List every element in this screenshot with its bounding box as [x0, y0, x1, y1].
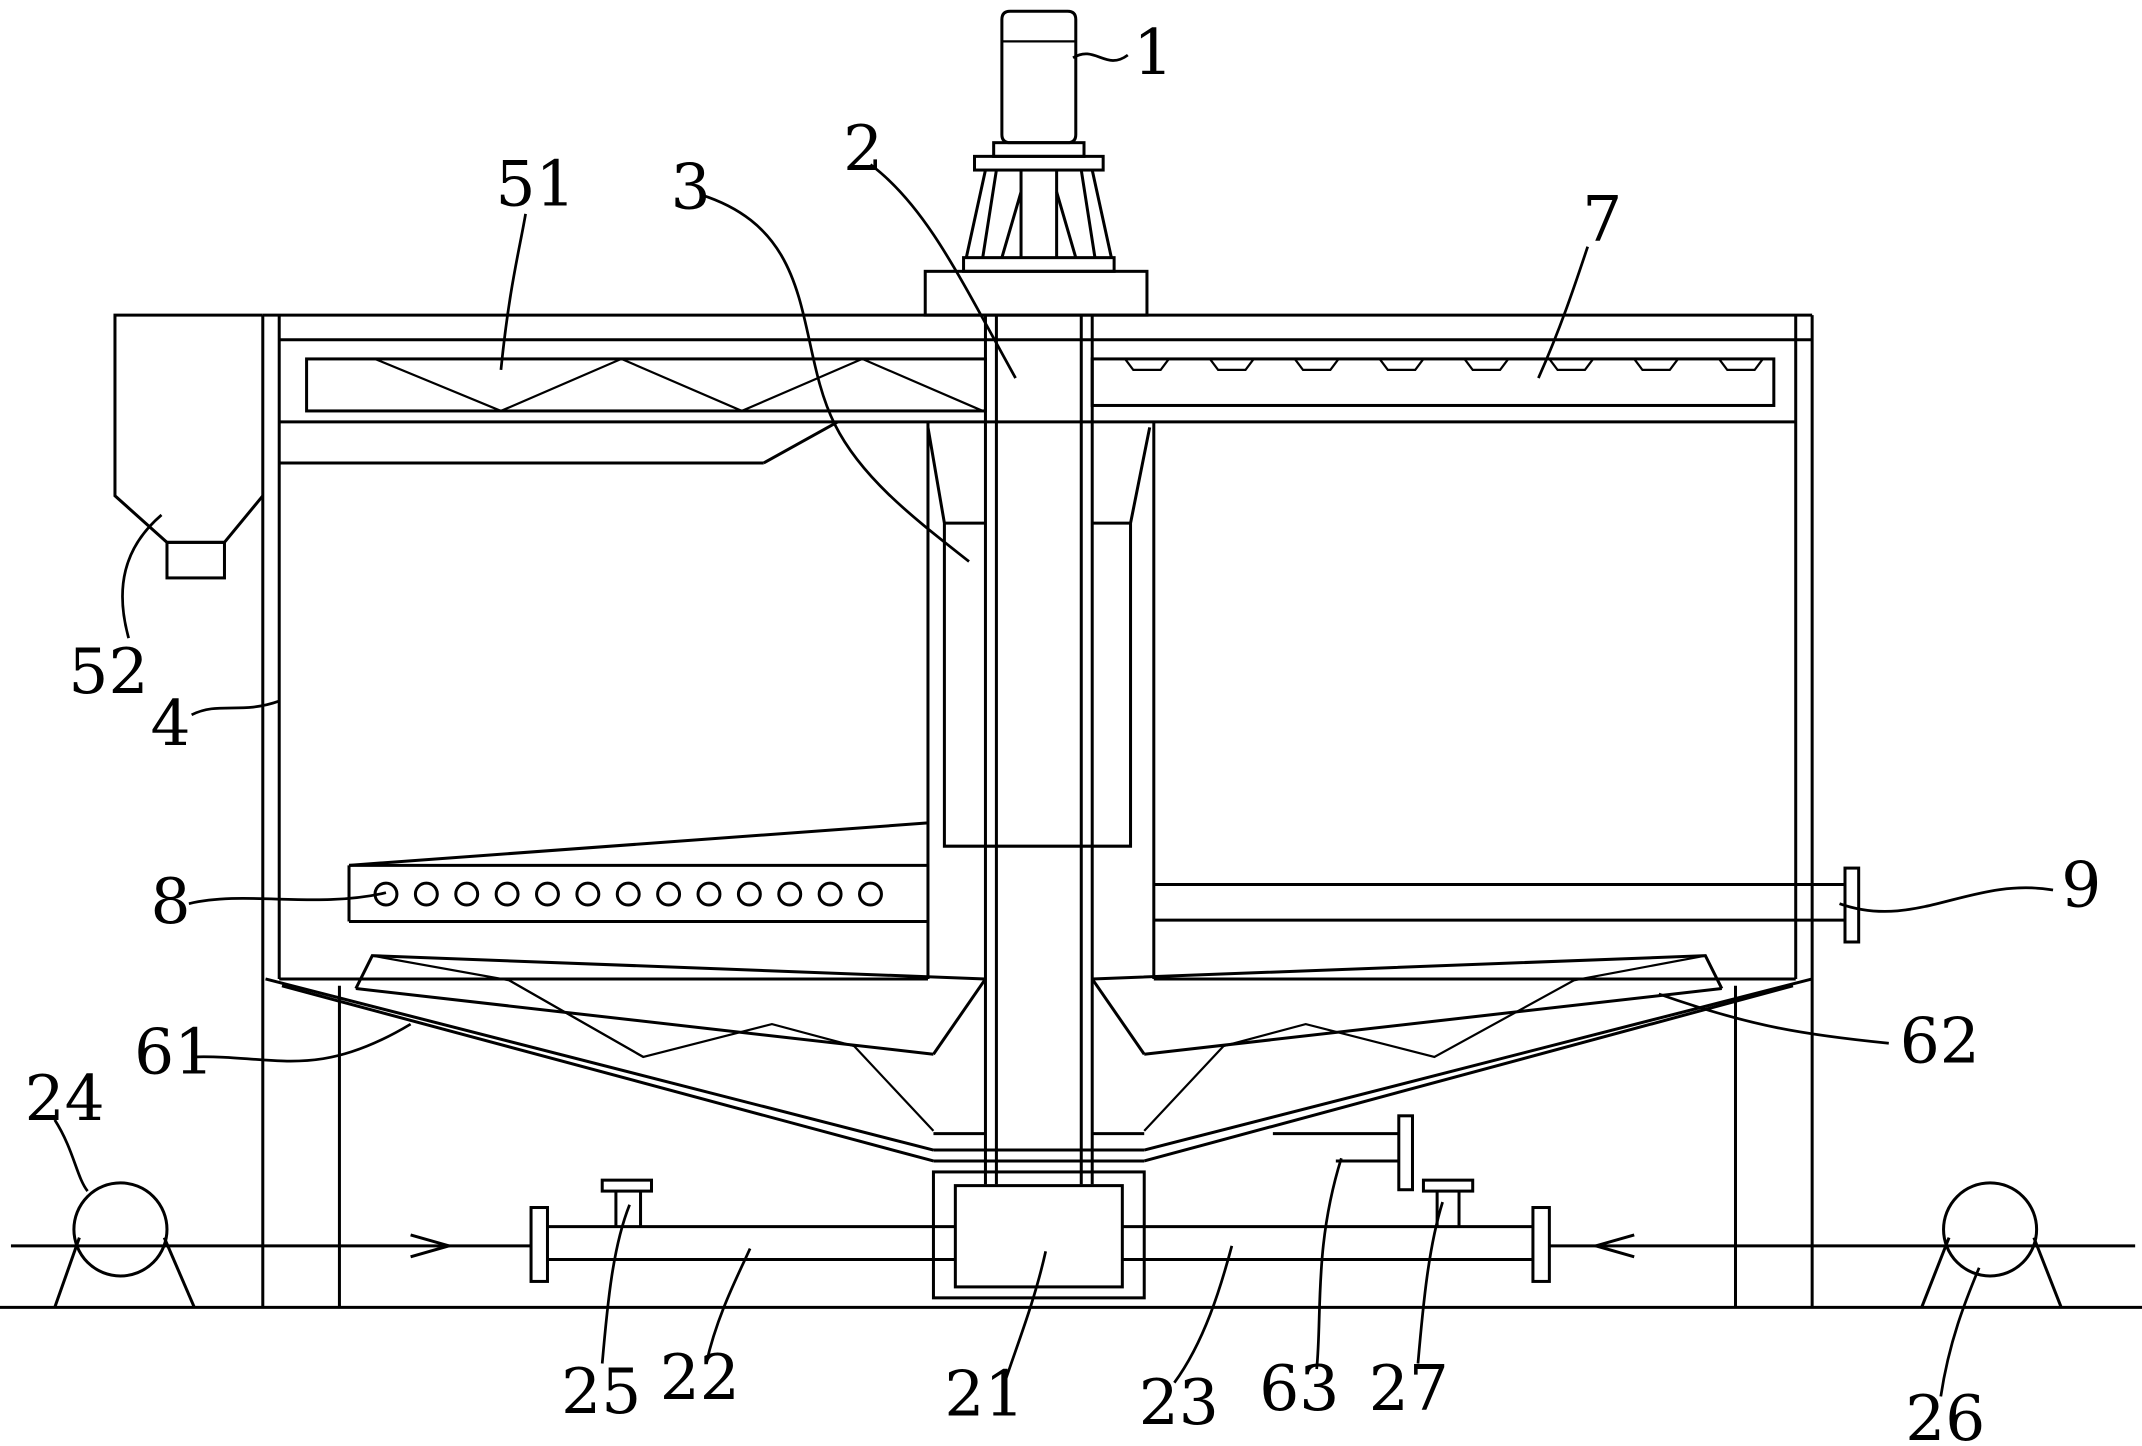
overflow-trough: [1090, 357, 1776, 407]
weir-notch: [1124, 358, 1170, 371]
feed-hole: [413, 881, 439, 907]
scraper-left: [354, 954, 987, 1132]
label-23: 23: [1139, 1366, 1219, 1439]
feed-hole: [817, 881, 843, 907]
weir-notch: [1209, 358, 1255, 371]
weir-notch: [1633, 358, 1679, 371]
feed-hole: [736, 881, 762, 907]
feed-distributor: [347, 821, 929, 923]
label-52: 52: [68, 635, 148, 708]
label-25: 25: [561, 1355, 641, 1428]
discharge-hopper: [113, 313, 264, 580]
feed-hole: [656, 881, 682, 907]
feed-hole: [575, 881, 601, 907]
label-8: 8: [151, 865, 191, 938]
label-62: 62: [1900, 1004, 1980, 1077]
feed-hole: [494, 881, 520, 907]
label-51: 51: [495, 148, 575, 221]
motor: [923, 9, 1149, 317]
feed-hole: [615, 881, 641, 907]
screw-conveyor: [279, 357, 987, 465]
feed-hole: [535, 881, 560, 907]
weir-notch: [1293, 358, 1340, 371]
reference-numerals: 1 2 3 51 7 52 4 8 9 61 62 24 25 22 21 23…: [25, 16, 2102, 1446]
label-24: 24: [25, 1062, 105, 1135]
feed-hole: [696, 881, 722, 907]
central-shaft: [983, 315, 1094, 1185]
weir-notch: [1378, 358, 1425, 371]
pump-left: [53, 1181, 196, 1309]
label-26: 26: [1905, 1382, 1985, 1446]
label-22: 22: [660, 1341, 740, 1414]
weir-notch: [1463, 358, 1510, 371]
pump-right: [1920, 1181, 2063, 1308]
label-61: 61: [134, 1015, 214, 1088]
label-4: 4: [151, 687, 191, 760]
scraper-right: [1090, 954, 1724, 1132]
label-3: 3: [671, 150, 711, 223]
label-27: 27: [1369, 1352, 1449, 1425]
side-outlet-pipe: [1153, 866, 1861, 944]
weir-notch: [1718, 358, 1764, 371]
feed-hole: [777, 881, 803, 907]
sludge-pipe: [1272, 1114, 1414, 1192]
label-63: 63: [1259, 1352, 1339, 1425]
feed-hole: [454, 881, 480, 907]
inlet-pipe-right: [1122, 1178, 2136, 1283]
feed-hole: [858, 881, 883, 907]
label-1: 1: [1133, 16, 1173, 89]
draft-tube: [926, 421, 1156, 979]
label-21: 21: [944, 1358, 1024, 1431]
leader-lines: [53, 52, 2054, 1397]
tank-body: [261, 313, 1814, 1308]
weir-notch: [1548, 358, 1595, 371]
cone-bottom: [265, 977, 1813, 1163]
label-2: 2: [843, 112, 883, 185]
label-9: 9: [2061, 848, 2101, 921]
label-7: 7: [1582, 183, 1622, 256]
mixing-chamber: [931, 1170, 1146, 1300]
